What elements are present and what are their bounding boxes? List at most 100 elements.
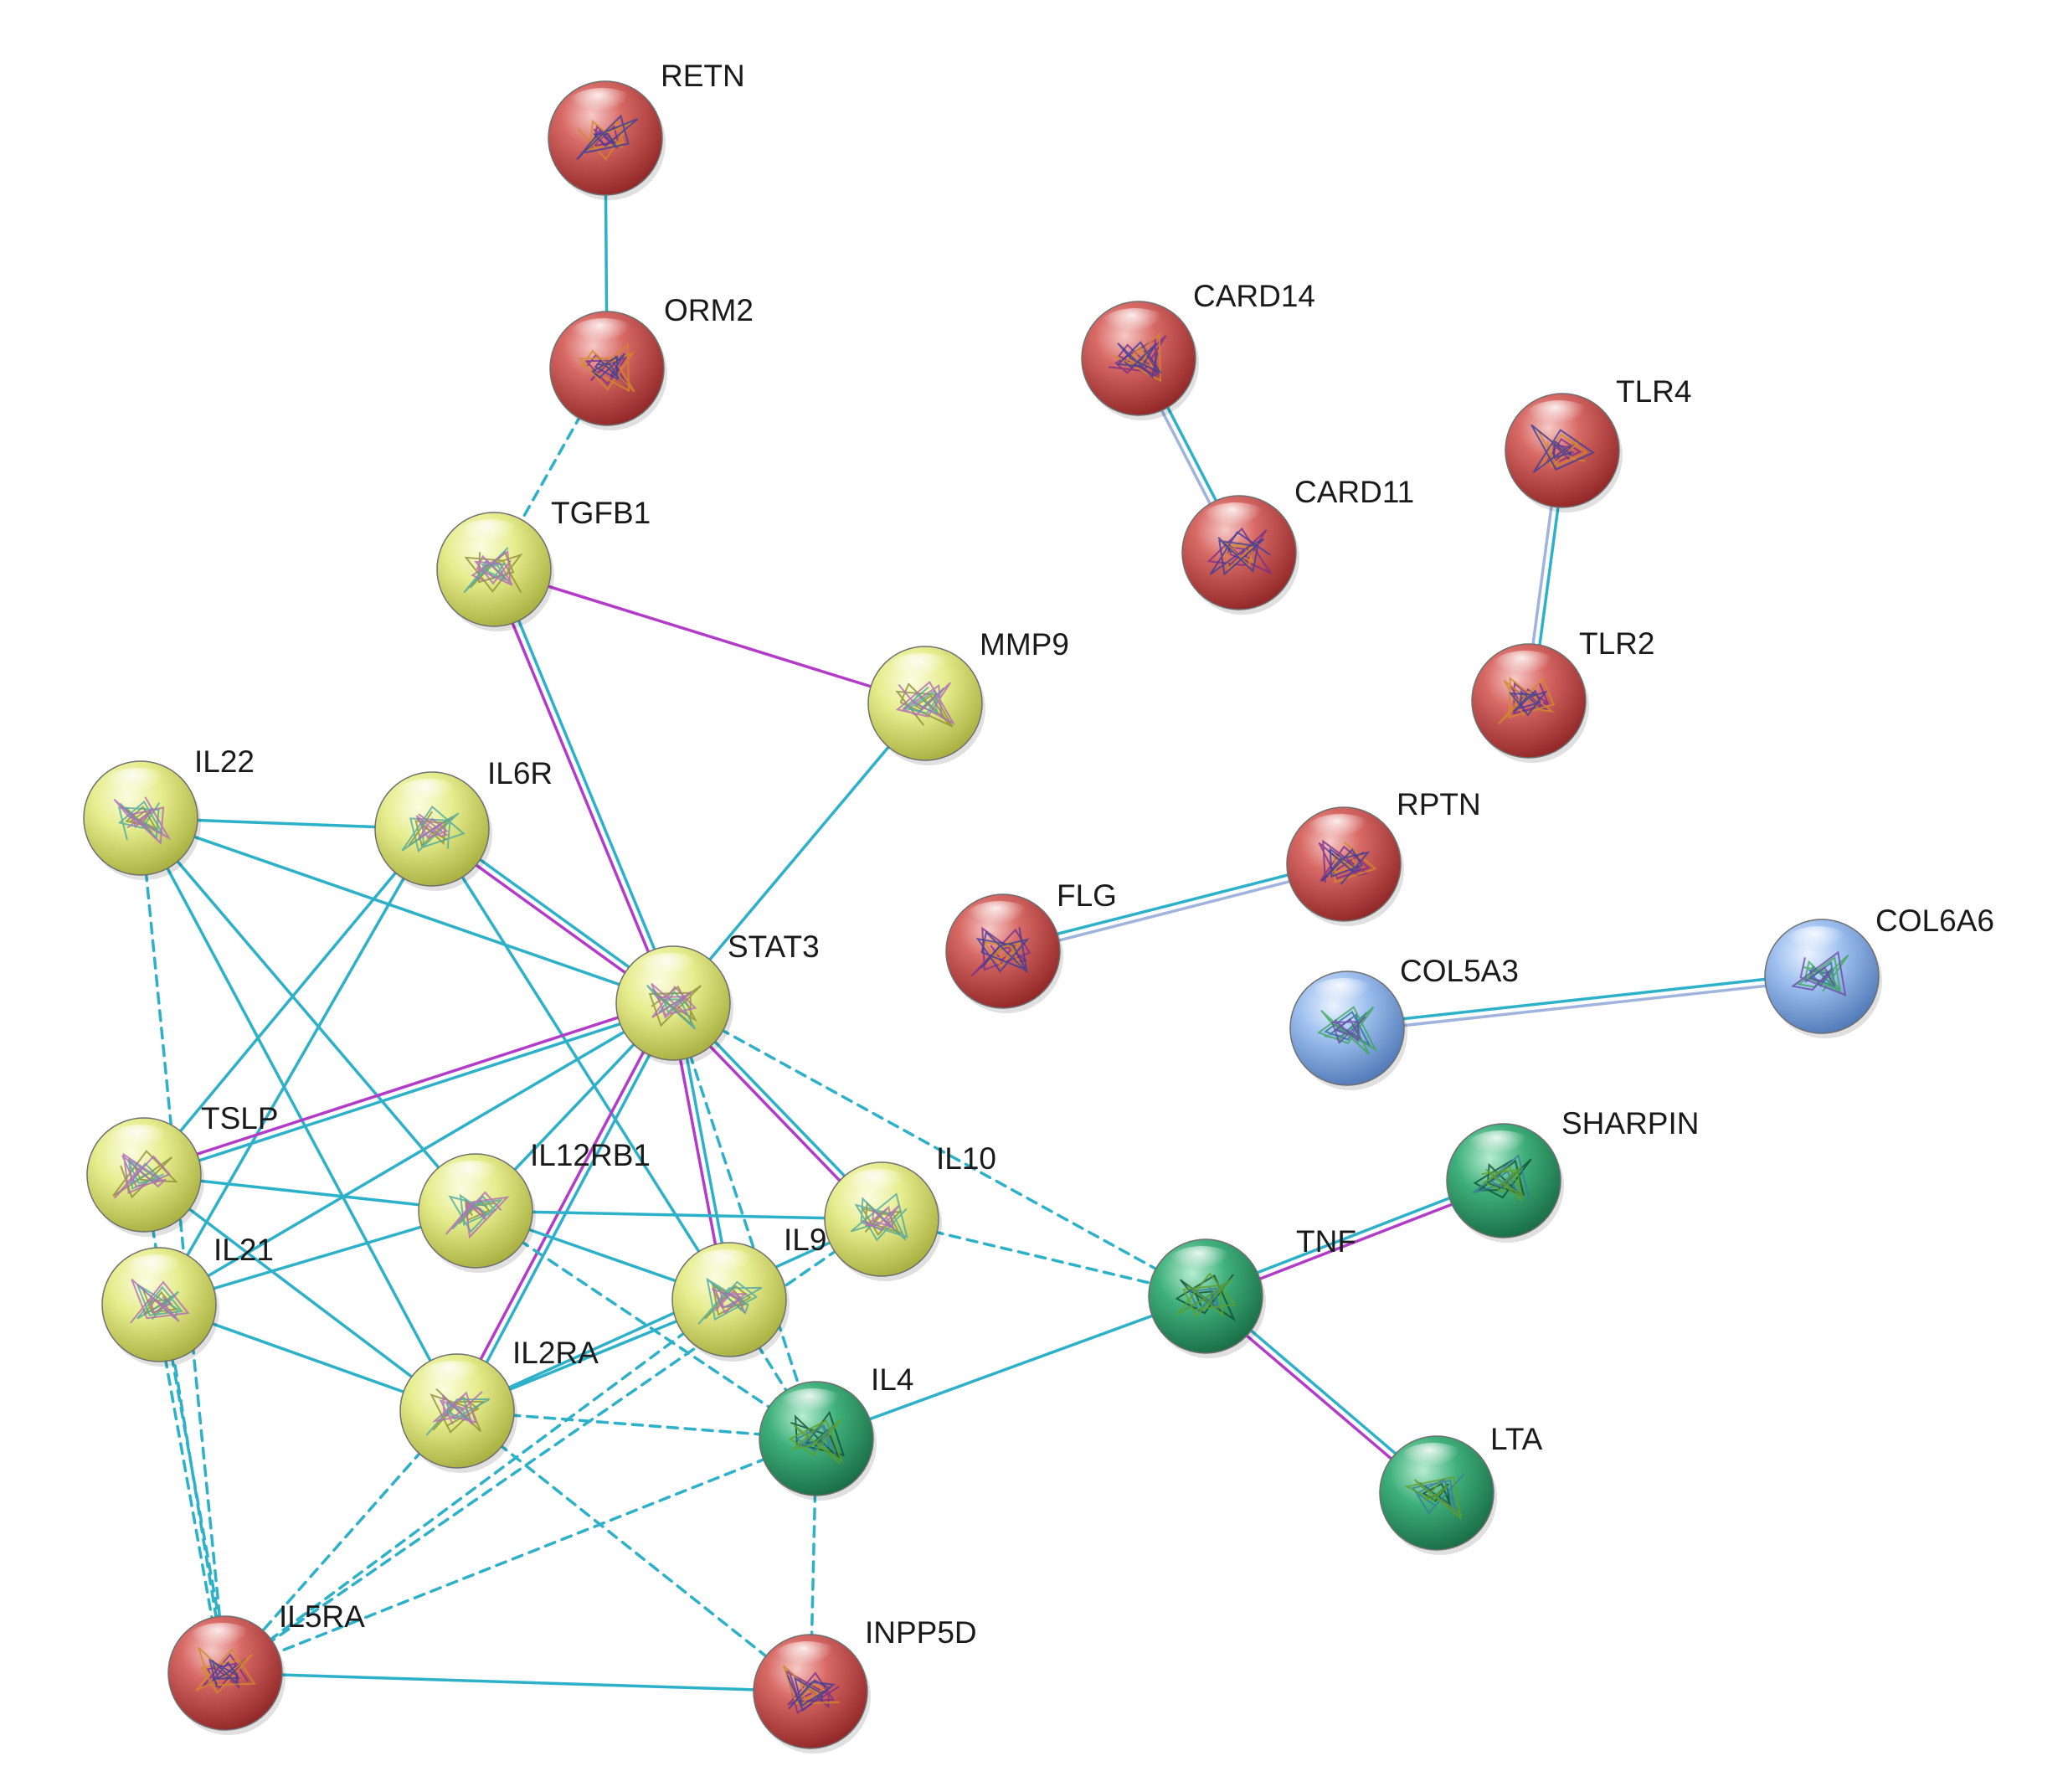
node-orm2[interactable]: ORM2	[549, 293, 754, 430]
structure-glyph-icon	[1790, 950, 1849, 996]
node-label: IL6R	[487, 756, 553, 790]
node-label: TSLP	[201, 1101, 279, 1135]
node-card14[interactable]: CARD14	[1081, 279, 1315, 420]
structure-glyph-icon	[445, 1191, 510, 1239]
node-tlr2[interactable]: TLR2	[1471, 626, 1654, 763]
edge-il22-il12rb1	[139, 816, 477, 1213]
node-label: RETN	[661, 59, 745, 93]
node-label: STAT3	[728, 929, 820, 964]
node-inpp5d[interactable]: INPP5D	[753, 1615, 977, 1753]
edge-stat3-il2ra	[452, 1000, 678, 1414]
edge-stat3-il21	[157, 1002, 675, 1306]
edge-il6r-il9	[430, 827, 731, 1301]
node-label: IL9	[784, 1223, 826, 1257]
node-label: INPP5D	[865, 1615, 977, 1650]
edge-il21-il5ra	[154, 1302, 230, 1676]
node-stat3[interactable]: STAT3	[615, 929, 820, 1065]
node-il2ra[interactable]: IL2RA	[399, 1336, 599, 1473]
node-label: IL5RA	[279, 1599, 365, 1634]
structure-glyph-icon	[1472, 1154, 1532, 1202]
edge-stat3-il4	[671, 1002, 818, 1440]
node-il10[interactable]: IL10	[824, 1141, 996, 1281]
node-label: SHARPIN	[1561, 1106, 1699, 1141]
edge-il10-il2ra	[455, 1218, 883, 1413]
node-tslp[interactable]: TSLP	[86, 1101, 279, 1237]
structure-glyph-icon	[646, 983, 702, 1030]
node-mmp9[interactable]: MMP9	[867, 627, 1069, 765]
structure-glyph-icon	[130, 1278, 190, 1324]
structure-glyph-icon	[425, 1388, 491, 1436]
node-label: TLR2	[1579, 626, 1654, 661]
structure-glyph-icon	[895, 681, 956, 728]
edge-il9-il5ra	[224, 1298, 731, 1675]
node-il5ra[interactable]: IL5RA	[167, 1599, 365, 1735]
node-label: IL2RA	[512, 1336, 599, 1370]
node-sharpin[interactable]: SHARPIN	[1446, 1106, 1699, 1243]
node-label: ORM2	[664, 293, 754, 327]
structure-glyph-icon	[697, 1277, 763, 1325]
edge-il2ra-il4	[455, 1409, 818, 1440]
edge-il5ra-inpp5d	[224, 1671, 812, 1693]
node-il4[interactable]: IL4	[759, 1362, 913, 1501]
structure-glyph-icon	[401, 806, 466, 853]
edge-il22-il5ra	[139, 816, 227, 1675]
node-label: IL10	[936, 1141, 996, 1176]
edge-il6r-il21	[157, 827, 434, 1306]
structure-glyph-icon	[1318, 839, 1377, 885]
edge-mmp9-stat3	[671, 702, 927, 1005]
structure-glyph-icon	[1404, 1473, 1465, 1521]
edge-stat3-tnf	[671, 1002, 1207, 1298]
structure-glyph-icon	[1206, 527, 1273, 576]
node-rptn[interactable]: RPTN	[1286, 787, 1481, 926]
node-il6r[interactable]: IL6R	[374, 756, 553, 891]
structure-glyph-icon	[195, 1646, 256, 1695]
edge-tgfb1-mmp9	[492, 568, 927, 705]
edge-tgfb1-stat3	[489, 566, 678, 1007]
edge-flg-rptn	[1001, 859, 1346, 956]
structure-glyph-icon	[113, 796, 172, 845]
node-col5a3[interactable]: COL5A3	[1289, 954, 1519, 1090]
node-tgfb1[interactable]: TGFB1	[436, 496, 651, 631]
node-lta[interactable]: LTA	[1379, 1422, 1543, 1555]
edge-il12rb1-il10	[474, 1209, 883, 1221]
node-label: FLG	[1057, 878, 1117, 913]
node-col6a6[interactable]: COL6A6	[1764, 904, 1994, 1038]
edge-il4-il5ra	[224, 1437, 818, 1675]
node-card11[interactable]: CARD11	[1181, 475, 1414, 615]
node-label: IL4	[871, 1362, 913, 1397]
edge-il12rb1-il4	[474, 1209, 818, 1440]
node-label: TGFB1	[551, 496, 651, 530]
structure-glyph-icon	[1498, 677, 1556, 725]
edge-tslp-il2ra	[142, 1173, 459, 1413]
structure-glyph-icon	[577, 342, 635, 393]
node-label: TLR4	[1616, 374, 1691, 409]
node-label: IL21	[213, 1233, 274, 1267]
node-il22[interactable]: IL22	[83, 744, 255, 880]
node-tnf[interactable]: TNF	[1148, 1224, 1356, 1358]
node-label: CARD14	[1193, 279, 1315, 313]
edge-stat3-tslp	[141, 998, 676, 1180]
node-label: MMP9	[980, 627, 1069, 662]
node-label: IL12RB1	[530, 1138, 651, 1172]
node-flg[interactable]: FLG	[945, 878, 1117, 1013]
edge-layer	[139, 136, 1824, 1693]
edge-il22-stat3	[139, 816, 675, 1005]
structure-glyph-icon	[788, 1410, 846, 1465]
edge-il2ra-inpp5d	[455, 1409, 812, 1693]
node-label: IL22	[194, 744, 255, 779]
node-retn[interactable]: RETN	[548, 59, 745, 200]
edge-col5a3-col6a6	[1345, 971, 1824, 1033]
node-label: LTA	[1490, 1422, 1543, 1456]
node-il9[interactable]: IL9	[671, 1223, 826, 1362]
node-il21[interactable]: IL21	[101, 1233, 274, 1367]
edge-il22-il2ra	[139, 816, 459, 1413]
edge-il6r-tslp	[142, 827, 434, 1177]
node-label: COL5A3	[1400, 954, 1519, 988]
node-label: TNF	[1296, 1224, 1356, 1259]
node-label: CARD11	[1294, 475, 1414, 509]
edge-il2ra-il5ra	[224, 1409, 459, 1675]
node-il12rb1[interactable]: IL12RB1	[418, 1138, 651, 1273]
node-tlr4[interactable]: TLR4	[1505, 374, 1691, 512]
